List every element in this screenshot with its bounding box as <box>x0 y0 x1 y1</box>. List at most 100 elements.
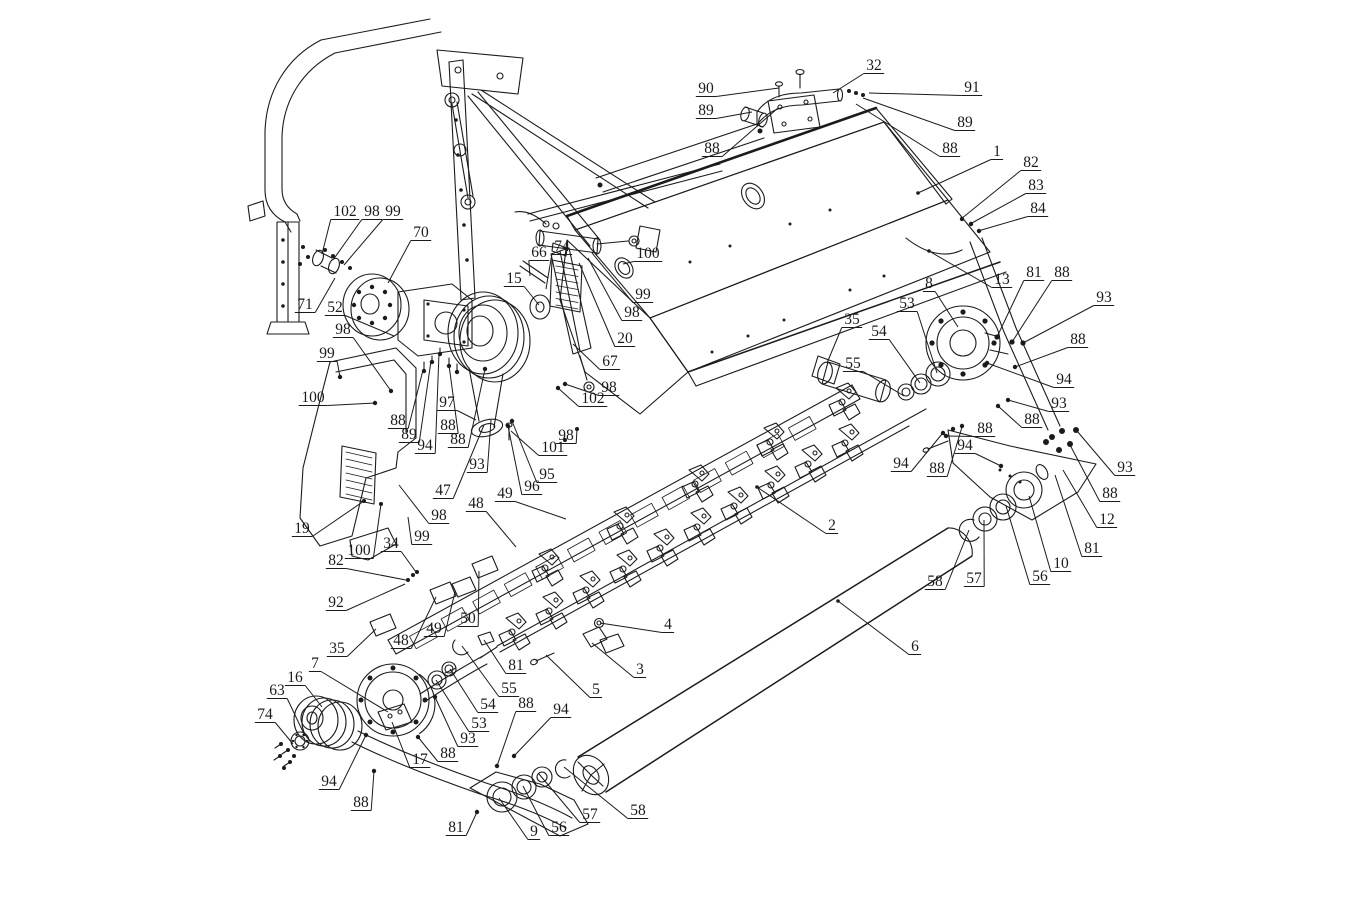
part-label-99: 99 <box>316 345 341 378</box>
leader-line <box>564 383 599 396</box>
part-number-text: 52 <box>327 299 343 316</box>
part-number-text: 9 <box>530 823 538 840</box>
part-number-text: 82 <box>328 552 344 569</box>
part-number-text: 56 <box>551 819 567 836</box>
part-label-93: 93 <box>1007 395 1070 412</box>
part-number-text: 3 <box>636 661 644 678</box>
right-bracket-plate <box>922 237 1097 521</box>
part-label-70: 70 <box>387 224 432 284</box>
part-label-81: 81 <box>483 639 527 674</box>
part-label-67: 67 <box>572 343 621 370</box>
part-number-text: 71 <box>297 296 313 313</box>
leader-line <box>338 734 367 790</box>
leader-line <box>345 583 406 611</box>
leader-line <box>1022 305 1095 344</box>
part-label-95: 95 <box>511 420 558 483</box>
leader-line <box>304 685 323 708</box>
leader-line <box>407 516 413 545</box>
part-label-88: 88 <box>1011 264 1073 343</box>
part-number-text: 53 <box>899 295 915 312</box>
leader-line <box>944 529 970 590</box>
part-label-94: 94 <box>890 433 943 472</box>
part-label-4: 4 <box>599 616 675 633</box>
leader-line <box>1076 430 1116 476</box>
three-point-frame <box>247 18 442 335</box>
part-label-88: 88 <box>701 107 779 157</box>
part-number-text: 74 <box>554 238 570 255</box>
part-label-91: 91 <box>868 79 983 96</box>
part-label-99: 99 <box>343 203 404 266</box>
part-label-98: 98 <box>332 321 392 392</box>
part-label-71: 71 <box>294 277 336 313</box>
skid-strip <box>369 384 861 655</box>
part-number-text: 99 <box>635 286 651 303</box>
part-label-47: 47 <box>432 424 485 499</box>
part-label-94: 94 <box>318 734 367 790</box>
part-number-text: 49 <box>426 620 442 637</box>
part-number-text: 94 <box>417 437 433 454</box>
part-number-text: 81 <box>1084 540 1100 557</box>
leader-line <box>336 361 341 378</box>
leader-line <box>400 551 417 573</box>
leader-line <box>486 419 492 473</box>
part-label-98: 98 <box>564 379 620 396</box>
leader-line <box>946 426 963 477</box>
part-label-54: 54 <box>868 323 921 384</box>
leader-line <box>832 73 865 94</box>
part-label-90: 90 <box>695 80 780 97</box>
leader-line <box>510 430 540 456</box>
part-number-text: 50 <box>460 610 476 627</box>
part-label-2: 2 <box>756 486 839 534</box>
part-number-text: 98 <box>431 507 447 524</box>
part-label-57: 57 <box>538 773 601 823</box>
part-number-text: 2 <box>828 517 836 534</box>
leader-line <box>467 368 486 448</box>
part-label-58: 58 <box>563 766 649 819</box>
part-label-6: 6 <box>837 600 922 655</box>
leader-line <box>346 628 377 657</box>
part-label-94: 94 <box>986 362 1075 388</box>
part-label-88: 88 <box>437 364 459 434</box>
part-label-88: 88 <box>417 736 459 762</box>
part-label-99: 99 <box>407 516 433 545</box>
part-label-48: 48 <box>465 495 517 548</box>
leader-line <box>286 698 306 737</box>
leader-line <box>1028 495 1052 572</box>
leader-line <box>826 327 843 364</box>
leader-line <box>434 352 440 454</box>
part-number-text: 99 <box>414 528 430 545</box>
part-number-text: 82 <box>1023 154 1039 171</box>
part-number-text: 94 <box>1056 371 1072 388</box>
part-number-text: 13 <box>994 271 1010 288</box>
part-number-text: 35 <box>844 311 860 328</box>
part-number-text: 93 <box>1096 289 1112 306</box>
leader-line <box>1011 280 1053 343</box>
part-number-text: 94 <box>957 437 973 454</box>
part-label-102: 102 <box>557 387 608 407</box>
part-label-81: 81 <box>1054 474 1103 557</box>
leader-line <box>977 216 1028 232</box>
part-label-84: 84 <box>977 200 1049 232</box>
leader-line <box>465 811 478 836</box>
part-number-text: 81 <box>448 819 464 836</box>
part-number-text: 88 <box>1102 485 1118 502</box>
part-number-text: 88 <box>518 695 534 712</box>
part-label-66: 66 <box>528 244 550 277</box>
leader-line <box>888 339 921 384</box>
part-label-96: 96 <box>507 425 543 495</box>
leader-line <box>910 433 943 472</box>
part-label-93: 93 <box>434 696 479 747</box>
part-label-3: 3 <box>591 642 647 678</box>
part-number-text: 67 <box>602 353 618 370</box>
leader-line <box>327 402 376 406</box>
part-number-text: 90 <box>698 80 714 97</box>
part-number-text: 98 <box>601 379 617 396</box>
leader-line <box>916 311 938 374</box>
leader-line <box>274 722 294 745</box>
top-tube-bracket <box>740 68 865 134</box>
part-label-92: 92 <box>325 583 406 611</box>
leader-line <box>868 92 962 96</box>
part-label-63: 63 <box>266 682 306 737</box>
rear-roller <box>572 471 1043 796</box>
